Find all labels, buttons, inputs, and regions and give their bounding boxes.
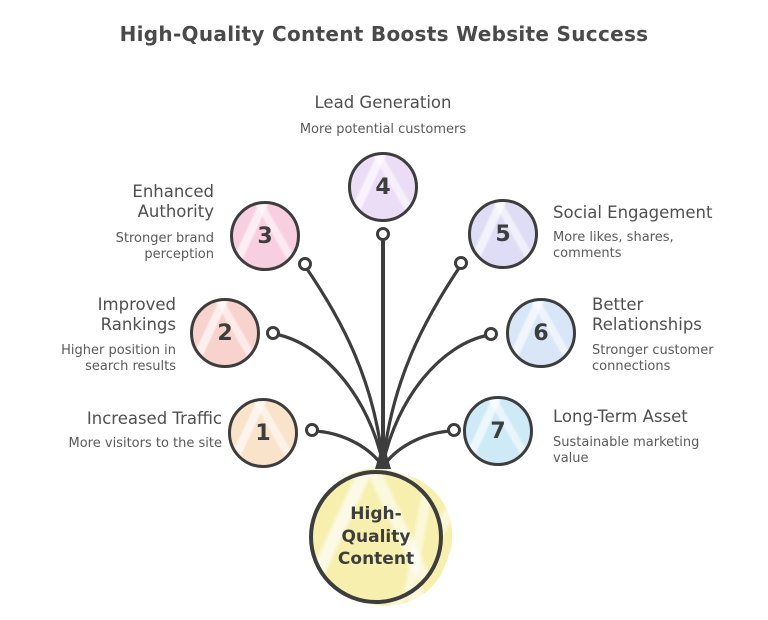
connector-dot <box>447 423 461 437</box>
page-title: High-Quality Content Boosts Website Succ… <box>119 22 649 46</box>
node-1-number: 1 <box>255 420 271 446</box>
node-4-circle: 4 <box>348 152 418 222</box>
node-7-number: 7 <box>490 418 506 444</box>
node-3-circle: 3 <box>230 201 300 271</box>
branch-line-2 <box>273 332 385 466</box>
connector-dot <box>454 256 468 270</box>
node-6-subtitle: Stronger customer connections <box>592 343 714 375</box>
node-6-circle: 6 <box>506 298 576 368</box>
branch-line-3 <box>303 264 385 466</box>
branch-line-6 <box>381 333 491 466</box>
branch-line-7 <box>383 429 454 466</box>
node-3-subtitle: Stronger brand perception <box>115 231 214 263</box>
node-6-number: 6 <box>533 320 549 346</box>
node-5-circle: 5 <box>468 199 538 269</box>
node-4-number: 4 <box>375 174 391 200</box>
connector-dot <box>376 227 390 241</box>
node-4-title: Lead Generation <box>314 93 452 112</box>
connector-dot <box>305 423 319 437</box>
node-2-circle: 2 <box>190 298 260 368</box>
node-7-title: Long-Term Asset <box>553 407 688 426</box>
node-3-number: 3 <box>257 223 273 249</box>
connector-dot <box>266 326 280 340</box>
stem-wedge <box>375 441 391 469</box>
branch-line-5 <box>381 263 463 466</box>
node-7-subtitle: Sustainable marketing value <box>553 435 700 467</box>
node-4-subtitle: More potential customers <box>299 122 467 137</box>
node-1-title: Increased Traffic <box>86 409 222 428</box>
node-1-circle: 1 <box>228 398 298 468</box>
center-node-label: High-Quality Content <box>337 503 415 570</box>
node-3-title: Enhanced Authority <box>132 182 214 222</box>
node-5-number: 5 <box>495 221 511 247</box>
node-5-subtitle: More likes, shares, comments <box>553 230 674 262</box>
node-2-number: 2 <box>217 320 233 346</box>
node-6-title: Better Relationships <box>592 295 702 335</box>
node-1-subtitle: More visitors to the site <box>68 436 222 451</box>
node-2-subtitle: Higher position in search results <box>61 343 176 375</box>
connector-dot <box>484 327 498 341</box>
node-2-title: Improved Rankings <box>97 295 176 335</box>
center-node-circle: High-Quality Content <box>309 470 443 604</box>
branch-line-1 <box>312 429 383 466</box>
connector-dot <box>298 257 312 271</box>
node-5-title: Social Engagement <box>553 203 713 222</box>
node-7-circle: 7 <box>463 396 533 466</box>
